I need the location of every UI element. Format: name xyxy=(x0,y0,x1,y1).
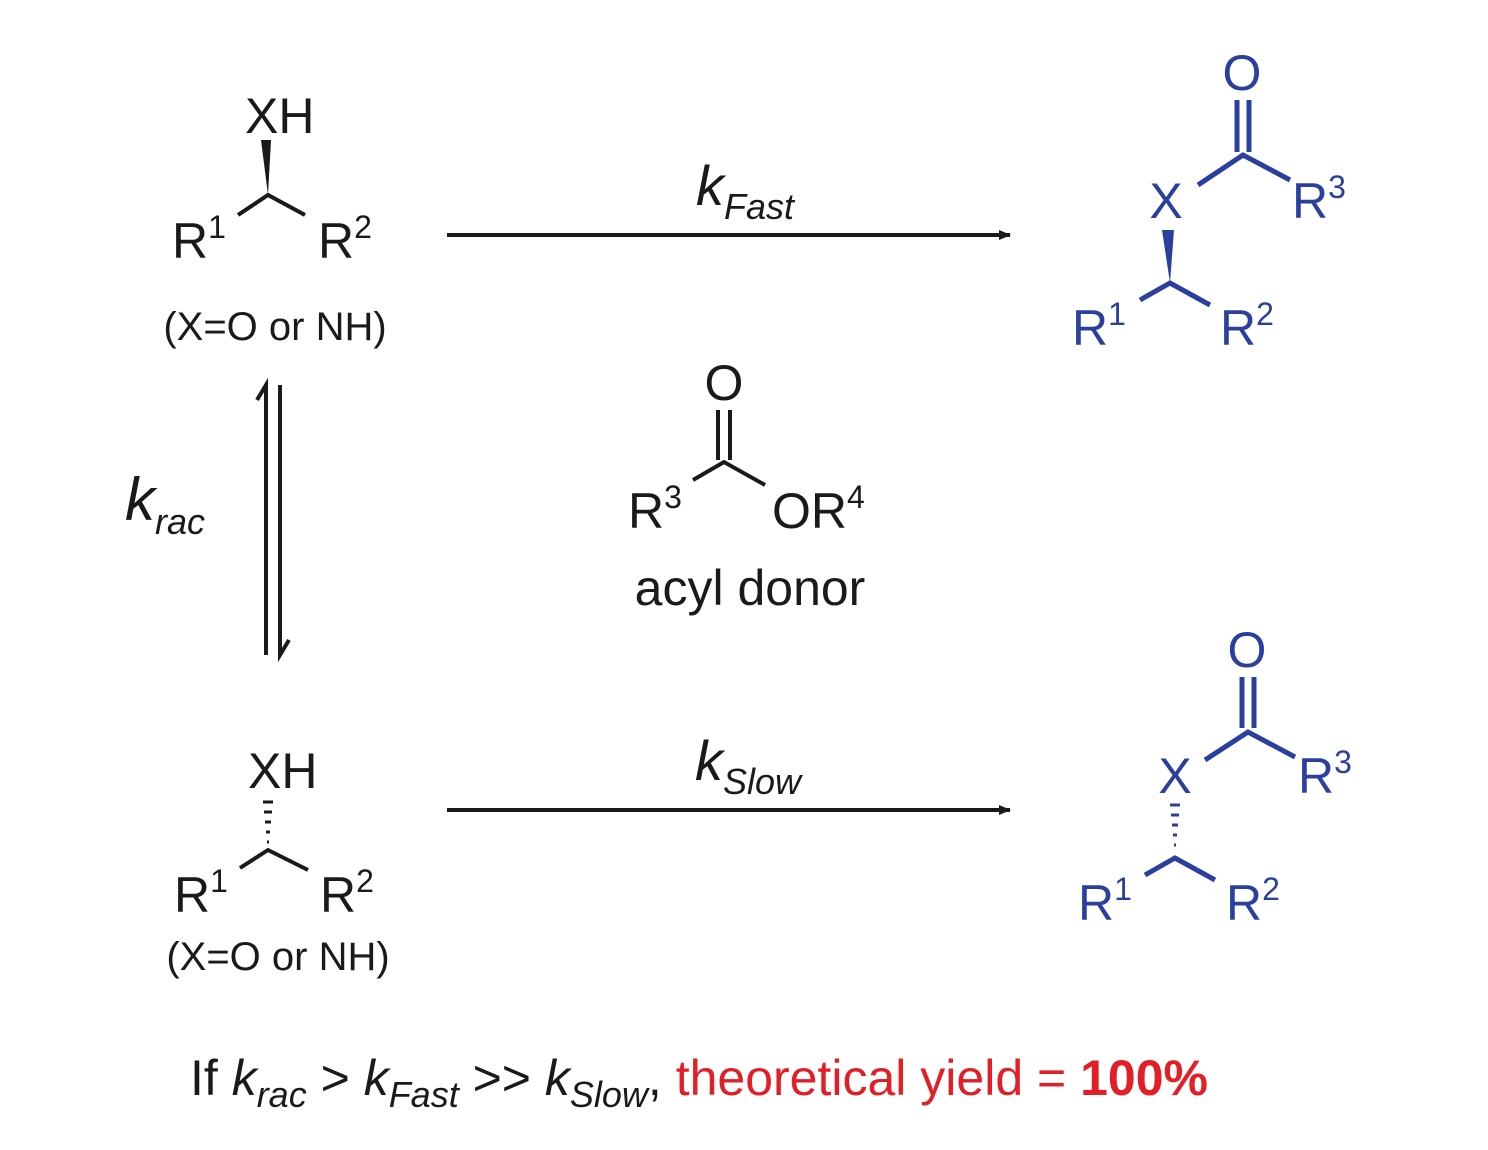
xh-label: XH xyxy=(245,88,314,144)
k-slow-label: kSlow xyxy=(695,729,803,802)
r2-label: R2 xyxy=(320,863,374,923)
or4-label: OR4 xyxy=(772,479,865,539)
bonds xyxy=(238,847,309,872)
bonds xyxy=(1196,100,1292,188)
arrow-fast: kFast xyxy=(447,154,1011,240)
bonds xyxy=(1138,280,1212,308)
hashed-bond xyxy=(1170,803,1180,847)
equilibrium-arrow-down xyxy=(278,385,291,663)
x-note: (X=O or NH) xyxy=(166,935,389,979)
racemization-equilibrium: krac xyxy=(125,377,291,663)
k-fast-label: kFast xyxy=(696,154,796,227)
reactant-bottom: XH R1 R2 (X=O or NH) xyxy=(166,743,389,979)
equilibrium-arrow-up xyxy=(255,377,268,655)
r2-label: R2 xyxy=(318,209,372,269)
bonds xyxy=(1143,855,1217,883)
bonds xyxy=(236,192,306,217)
wedge-bond xyxy=(1162,230,1174,283)
arrow-slow: kSlow xyxy=(447,729,1011,815)
x-label: X xyxy=(1158,748,1191,804)
o-label: O xyxy=(1228,622,1267,678)
r3-label: R3 xyxy=(1292,169,1346,229)
o-label: O xyxy=(1223,45,1262,101)
x-note: (X=O or NH) xyxy=(163,305,386,349)
condition-statement: If krac > kFast >> kSlow, theoretical yi… xyxy=(190,1050,1208,1115)
x-label: X xyxy=(1149,173,1182,229)
product-bottom: O X R3 R1 R2 xyxy=(1078,622,1352,931)
r1-label: R1 xyxy=(174,863,228,923)
r1-label: R1 xyxy=(1072,296,1126,356)
reactant-top: XH R1 R2 (X=O or NH) xyxy=(163,88,386,349)
r2-label: R2 xyxy=(1220,296,1274,356)
wedge-bond xyxy=(261,140,271,195)
hashed-bond xyxy=(263,800,273,844)
k-rac-label: krac xyxy=(125,466,205,542)
xh-label: XH xyxy=(248,743,317,799)
acyl-donor-label: acyl donor xyxy=(635,560,866,616)
r2-label: R2 xyxy=(1226,871,1280,931)
acyl-donor: O R3 OR4 acyl donor xyxy=(628,355,865,616)
product-top: O X R3 R1 R2 xyxy=(1072,45,1346,356)
r1-label: R1 xyxy=(172,209,226,269)
r1-label: R1 xyxy=(1078,871,1132,931)
bonds xyxy=(691,410,766,487)
r3-label: R3 xyxy=(1298,744,1352,804)
o-label: O xyxy=(705,355,744,411)
bonds xyxy=(1203,677,1297,763)
r3-label: R3 xyxy=(628,479,682,539)
